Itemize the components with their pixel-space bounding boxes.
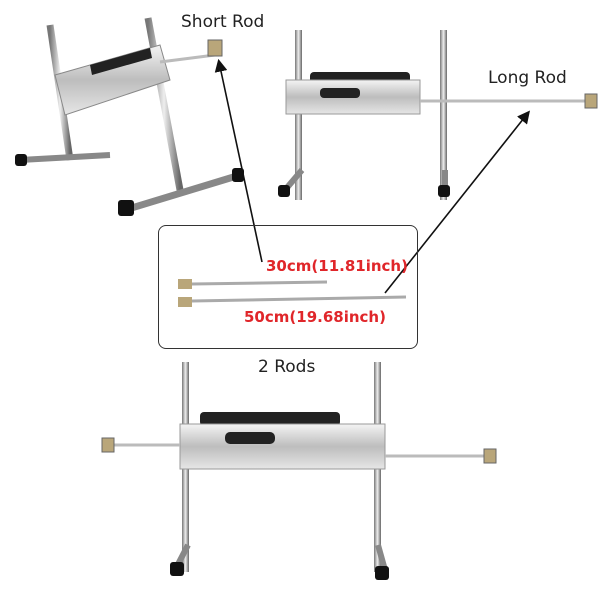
short-rod-label: Short Rod — [181, 12, 265, 32]
long-rod-length: 50cm(19.68inch) — [244, 308, 386, 326]
short-rod-length: 30cm(11.81inch) — [266, 257, 408, 275]
long-rod-label: Long Rod — [488, 68, 567, 88]
rods-illustration — [178, 279, 407, 307]
machine-long-rod — [278, 30, 598, 200]
machine-short-rod — [15, 17, 244, 216]
rods-comparison-box — [158, 225, 418, 349]
two-rods-label: 2 Rods — [258, 357, 316, 377]
short-rod-arrow — [214, 58, 263, 263]
machine-two-rods — [101, 362, 497, 580]
long-rod-arrow — [384, 110, 530, 294]
